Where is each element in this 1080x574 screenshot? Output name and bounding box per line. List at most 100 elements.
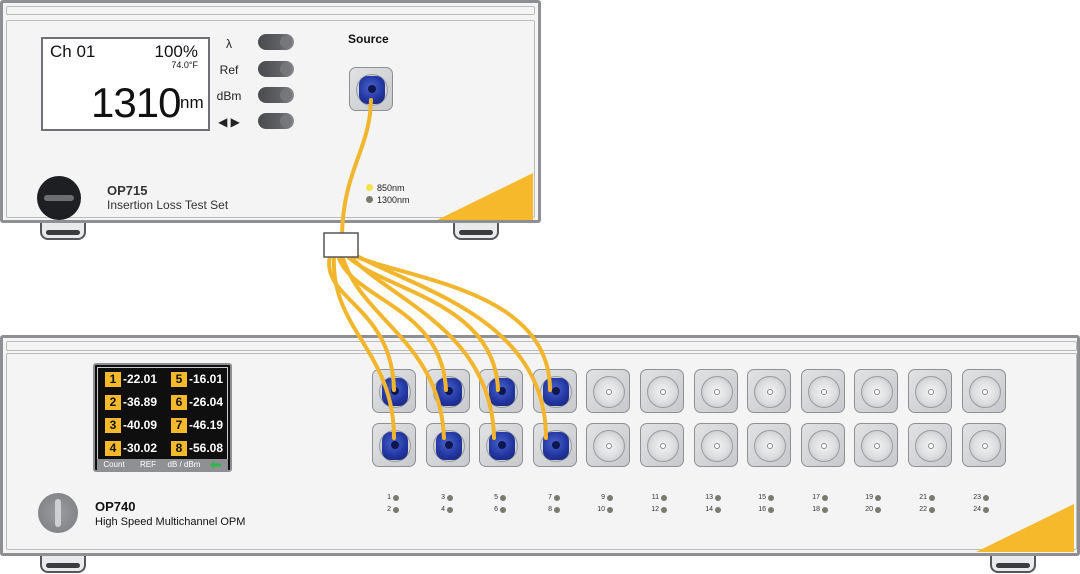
dbm-button[interactable]: [258, 87, 294, 103]
port-led-label: 6: [494, 506, 498, 513]
lambda-button-label: λ: [226, 37, 232, 51]
port-led: [929, 495, 935, 501]
reading-channel: 8: [171, 441, 187, 456]
port-led: [768, 495, 774, 501]
opm-port-ferrule: [660, 389, 666, 395]
lambda-button[interactable]: [258, 34, 294, 50]
temperature-readout: 74.0°F: [171, 60, 198, 70]
opm-port-ring: [647, 430, 679, 462]
opm-description: High Speed Multichannel OPM: [95, 516, 246, 528]
port-led-label: 19: [865, 494, 873, 501]
port-led: [554, 507, 560, 513]
opm-port-ring: [915, 430, 947, 462]
opm-port[interactable]: [640, 369, 684, 413]
opm-port[interactable]: [426, 423, 470, 467]
opm-port[interactable]: [533, 369, 577, 413]
opm-port-ferrule: [821, 389, 827, 395]
port-led: [822, 507, 828, 513]
back-arrow-icon[interactable]: [209, 460, 223, 470]
reading-value: -36.89: [123, 395, 158, 409]
reading-value: -16.01: [189, 372, 224, 386]
db-dbm-softkey[interactable]: dB / dBm: [167, 460, 201, 469]
opm-port-ferrule: [767, 443, 773, 449]
ref-softkey[interactable]: REF: [140, 460, 156, 469]
port-led-label: 7: [548, 494, 552, 501]
opm-port[interactable]: [747, 369, 791, 413]
source-description: Insertion Loss Test Set: [107, 198, 229, 212]
led-1300nm-label: 1300nm: [377, 195, 410, 205]
reading-channel: 7: [171, 418, 187, 433]
opm-port-ferrule: [821, 443, 827, 449]
count-softkey[interactable]: Count: [103, 460, 125, 469]
opm-port[interactable]: [694, 369, 738, 413]
opm-port-ferrule: [714, 443, 720, 449]
opm-port[interactable]: [479, 369, 523, 413]
opm-port[interactable]: [801, 369, 845, 413]
port-led-label: 20: [865, 506, 873, 513]
port-led-label: 5: [494, 494, 498, 501]
ref-button[interactable]: [258, 61, 294, 77]
opm-port-ferrule: [606, 389, 612, 395]
source-unit-top-rail: [6, 6, 535, 15]
port-led-label: 3: [441, 494, 445, 501]
reading-channel: 4: [105, 441, 121, 456]
opm-port-ferrule: [767, 389, 773, 395]
opm-port-ring: [593, 376, 625, 408]
opm-port[interactable]: [479, 423, 523, 467]
opm-port[interactable]: [854, 369, 898, 413]
port-led-label: 16: [758, 506, 766, 513]
opm-port[interactable]: [962, 423, 1006, 467]
port-led: [607, 495, 613, 501]
channel-readout: Ch 01: [50, 42, 96, 61]
reading-channel: 6: [171, 395, 187, 410]
port-led: [661, 495, 667, 501]
port-led: [447, 495, 453, 501]
reading-channel: 2: [105, 395, 121, 410]
opm-port[interactable]: [908, 423, 952, 467]
port-led: [875, 507, 881, 513]
port-led-label: 11: [651, 494, 659, 501]
reading-channel: 3: [105, 418, 121, 433]
fiber-ch6: [347, 253, 496, 440]
port-led-label: 24: [973, 506, 981, 513]
source-unit-corner-accent: [437, 173, 533, 220]
port-led: [983, 495, 989, 501]
reading-value: -22.01: [123, 372, 158, 386]
opm-port[interactable]: [586, 369, 630, 413]
source-fiber: [340, 98, 373, 238]
port-led-label: 17: [812, 494, 820, 501]
opm-display: 1 -22.01 5 -16.01 2 -36.89 6 -26.04 3 -4…: [93, 363, 232, 472]
port-led-label: 10: [597, 506, 605, 513]
opm-port[interactable]: [640, 423, 684, 467]
opm-port[interactable]: [908, 369, 952, 413]
opm-port-plug: [543, 378, 569, 406]
opm-port[interactable]: [801, 423, 845, 467]
arrows-button[interactable]: [258, 113, 294, 129]
opm-port[interactable]: [533, 423, 577, 467]
fiber-ch2: [331, 253, 396, 440]
reading-value: -56.08: [189, 441, 224, 455]
opm-port[interactable]: [962, 369, 1006, 413]
port-led-label: 23: [973, 494, 981, 501]
opm-port-ferrule: [874, 443, 880, 449]
port-led: [768, 507, 774, 513]
opm-port-ferrule: [874, 389, 880, 395]
source-foot-right: [453, 223, 499, 240]
opm-port-ferrule: [982, 443, 988, 449]
opm-port-ring: [593, 430, 625, 462]
opm-port[interactable]: [854, 423, 898, 467]
reading-value: -40.09: [123, 418, 158, 432]
port-led: [715, 495, 721, 501]
port-led: [661, 507, 667, 513]
opm-port[interactable]: [747, 423, 791, 467]
opm-port[interactable]: [694, 423, 738, 467]
source-knob-slot: [44, 195, 74, 201]
opm-foot-left: [40, 556, 86, 573]
opm-port-ferrule: [982, 389, 988, 395]
reading-value: -26.04: [189, 395, 224, 409]
opm-port-ferrule: [660, 443, 666, 449]
opm-port[interactable]: [586, 423, 630, 467]
opm-unit-corner-accent: [976, 504, 1074, 552]
opm-port[interactable]: [426, 369, 470, 413]
source-display: Ch 01 100% 74.0°F 1310 nm: [41, 37, 210, 131]
